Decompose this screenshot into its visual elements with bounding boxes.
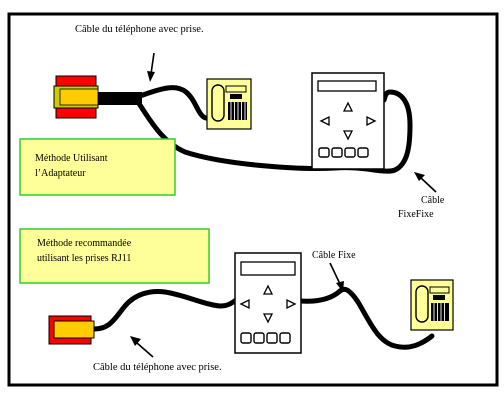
fixed-cable-right-label-line1: Câble <box>421 195 445 206</box>
keypad-device-icon-top <box>311 72 385 170</box>
method-rj11-line2: utilisant les prises RJ11 <box>37 253 131 264</box>
top-cable-pointer-arrow-icon <box>147 52 155 82</box>
bottom-cable-label: Câble du téléphone avec prise. <box>93 362 222 373</box>
method-rj11-box: Méthode recommandée utilisant les prises… <box>19 228 210 284</box>
bottom-cable-pointer-arrow-icon <box>130 336 154 358</box>
fixed-cable-mid-label: Câble Fixe <box>312 250 356 261</box>
method-adapter-box: Méthode Utilisant l’Adaptateur <box>19 138 176 196</box>
diagram-frame <box>7 12 499 387</box>
method-adapter-line2: l’Adaptateur <box>35 168 86 179</box>
adapter-plug-icon <box>53 75 99 119</box>
top-cable-label: Câble du téléphone avec prise. <box>75 24 204 35</box>
method-adapter-line1: Méthode Utilisant <box>35 153 108 164</box>
method-rj11-line1: Méthode recommandée <box>37 238 132 249</box>
fixed-cable-pointer-arrow-icon <box>414 172 437 193</box>
fixed-cable-right-label-line2: FixeFixe <box>398 209 434 220</box>
keypad-device-icon-bottom <box>234 252 302 354</box>
rj11-plug-icon <box>48 315 95 345</box>
top-fixed-cable <box>135 89 413 174</box>
bottom-fixed-cable <box>297 286 435 350</box>
telephone-icon-top <box>206 78 252 130</box>
telephone-icon-bottom <box>410 279 454 331</box>
bottom-phone-cable <box>89 289 239 332</box>
top-phone-cable <box>137 85 209 121</box>
adapter-cable-bundle <box>98 92 142 105</box>
